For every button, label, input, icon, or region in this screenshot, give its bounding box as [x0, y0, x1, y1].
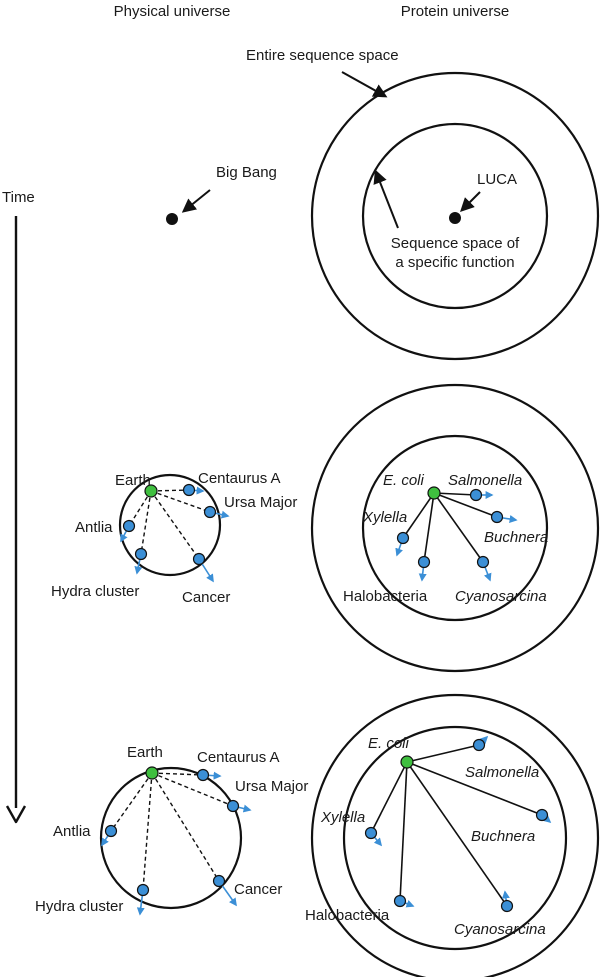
luca-label: LUCA — [477, 171, 517, 188]
luca-dot — [449, 212, 461, 224]
antlia-label-middle: Antlia — [75, 519, 113, 536]
cyanosarcina-node — [500, 899, 514, 913]
halobacteria-node — [417, 555, 431, 569]
cancer-node — [212, 874, 226, 888]
ecoli-node — [427, 486, 441, 500]
halobacteria-node — [393, 894, 407, 908]
big-bang-label: Big Bang — [216, 164, 277, 181]
earth-node — [144, 484, 158, 498]
salmonella-label-bottom: Salmonella — [465, 764, 539, 781]
buchnera-node — [490, 510, 504, 524]
cyanosarcina-node — [476, 555, 490, 569]
physical-universe-bottom — [99, 766, 252, 916]
function-space-circle — [361, 122, 549, 310]
salmonella-node — [472, 738, 486, 752]
luca-pointer — [460, 191, 481, 212]
big-bang-dot — [166, 213, 178, 225]
ursa-node — [226, 799, 240, 813]
earth-node — [145, 766, 159, 780]
buchnera-node — [535, 808, 549, 822]
time-label: Time — [2, 189, 35, 206]
hydra-node — [134, 547, 148, 561]
function-space-label-line1: Sequence space of — [391, 235, 520, 252]
cancer-label-bottom: Cancer — [234, 881, 282, 898]
ecoli-node — [400, 755, 414, 769]
physical-universe-header: Physical universe — [114, 3, 231, 20]
xylella-node — [396, 531, 410, 545]
ursa-label-bottom: Ursa Major — [235, 778, 308, 795]
halobacteria-label-middle: Halobacteria — [343, 588, 428, 605]
physical-universe-middle — [118, 473, 230, 583]
buchnera-label-bottom: Buchnera — [471, 828, 535, 845]
cancer-node — [192, 552, 206, 566]
protein-universe-bottom — [310, 693, 600, 977]
salmonella-node — [469, 488, 483, 502]
hydra-label-bottom: Hydra cluster — [35, 898, 123, 915]
antlia-label-bottom: Antlia — [53, 823, 91, 840]
cyanosarcina-label-bottom: Cyanosarcina — [454, 921, 546, 938]
antlia-node — [122, 519, 136, 533]
ecoli-label-middle: E. coli — [383, 472, 425, 489]
entire-sequence-space-circle — [310, 71, 600, 361]
protein-universe-middle — [310, 383, 600, 673]
centaurus-label-middle: Centaurus A — [198, 470, 281, 487]
ecoli-label-bottom: E. coli — [368, 735, 410, 752]
function-space-pointer — [373, 169, 399, 229]
protein-universe-header: Protein universe — [401, 3, 509, 20]
xylella-label-middle: Xylella — [362, 509, 407, 526]
salmonella-label-middle: Salmonella — [448, 472, 522, 489]
entire-sequence-space-label: Entire sequence space — [246, 47, 399, 64]
earth-label-bottom: Earth — [127, 744, 163, 761]
buchnera-label-middle: Buchnera — [484, 529, 548, 546]
ursa-label-middle: Ursa Major — [224, 494, 297, 511]
sequence-space-pointer — [341, 71, 388, 98]
earth-label-middle: Earth — [115, 472, 151, 489]
hydra-label-middle: Hydra cluster — [51, 583, 139, 600]
centaurus-node — [182, 483, 196, 497]
ursa-node — [203, 505, 217, 519]
cyanosarcina-label-middle: Cyanosarcina — [455, 588, 547, 605]
centaurus-node — [196, 768, 210, 782]
xylella-label-bottom: Xylella — [320, 809, 365, 826]
time-arrow — [5, 216, 27, 824]
cancer-label-middle: Cancer — [182, 589, 230, 606]
xylella-node — [364, 826, 378, 840]
centaurus-label-bottom: Centaurus A — [197, 749, 280, 766]
function-space-label-line2: a specific function — [395, 254, 514, 271]
halobacteria-label-bottom: Halobacteria — [305, 907, 390, 924]
big-bang-pointer — [181, 189, 211, 213]
antlia-node — [104, 824, 118, 838]
hydra-node — [136, 883, 150, 897]
